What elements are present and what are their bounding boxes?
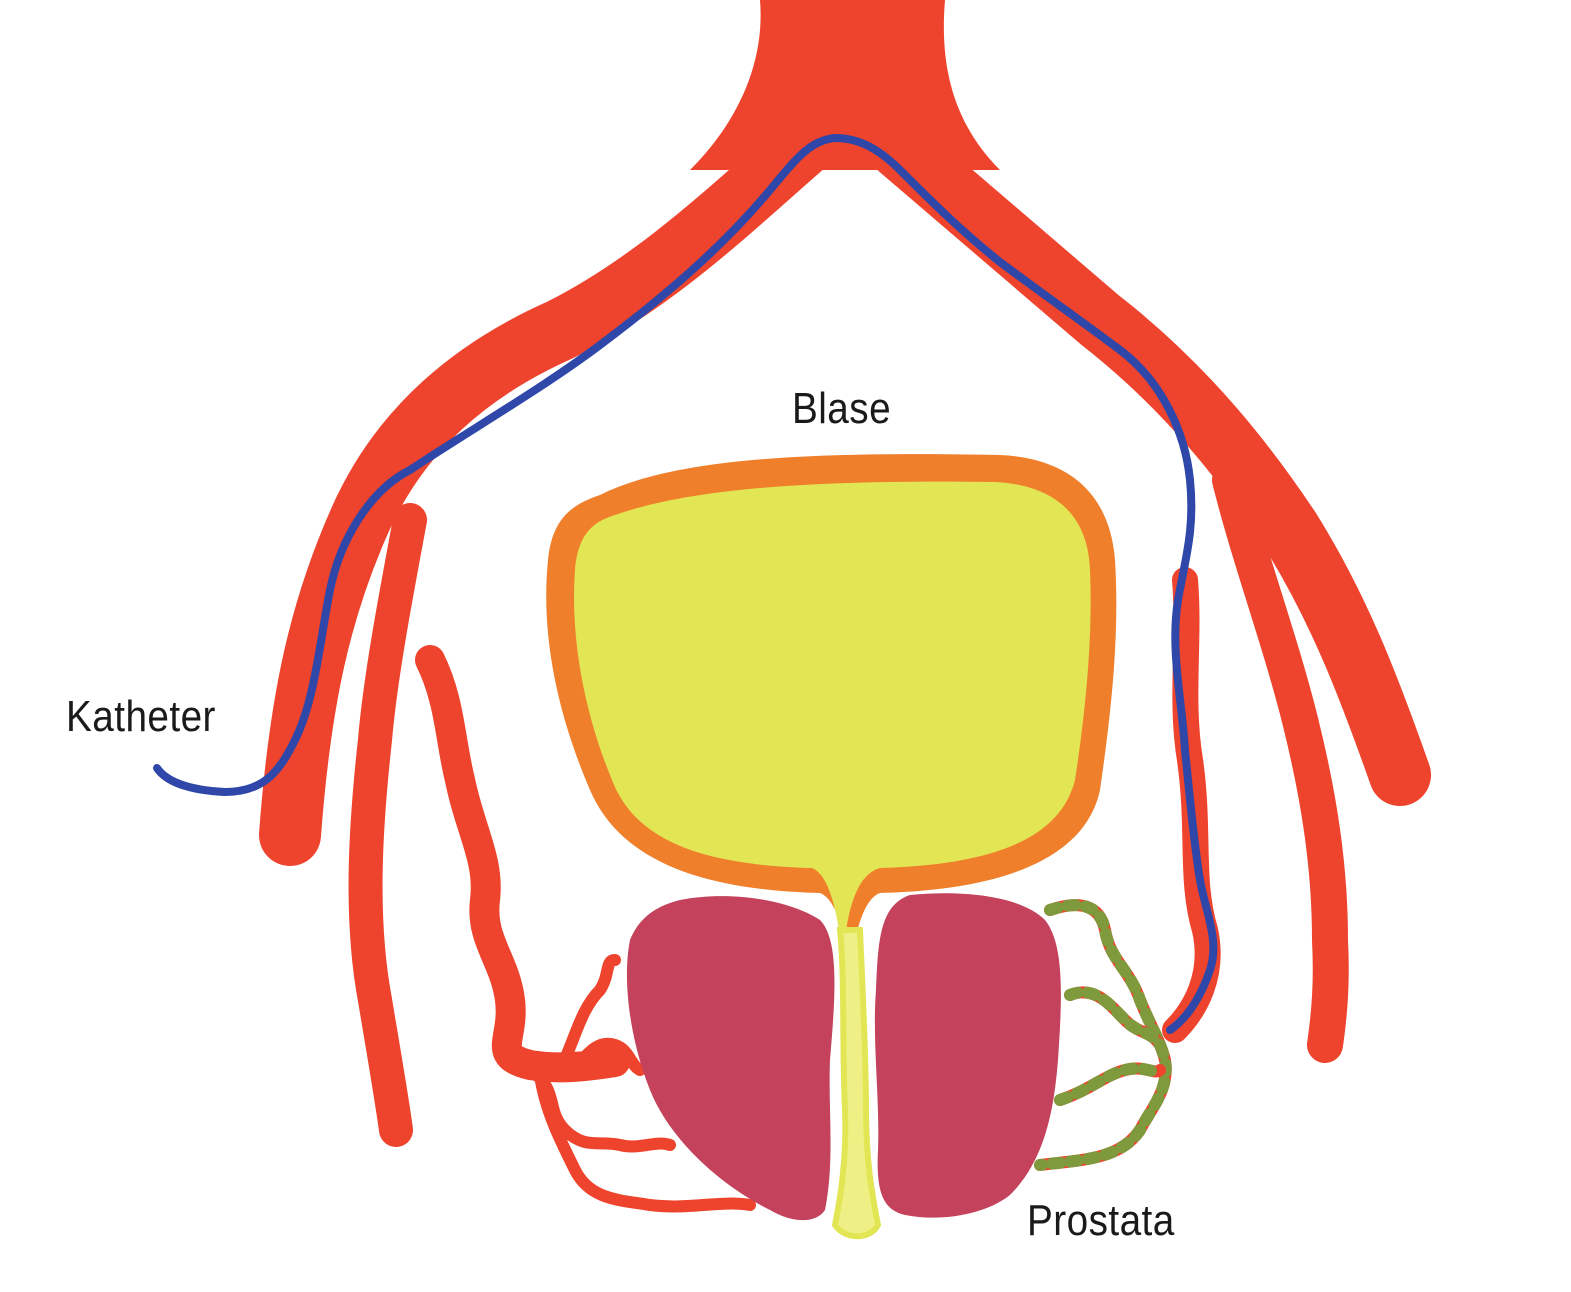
urethra — [831, 927, 882, 1240]
catheter — [153, 134, 1218, 1034]
left-prostatic-artery-2 — [534, 1069, 756, 1213]
bladder-fill — [574, 481, 1091, 960]
right-iliac-artery — [859, 109, 1431, 806]
left-prostatic-artery-3 — [554, 954, 621, 1076]
prostate — [626, 893, 1061, 1240]
left-iliac-artery — [259, 109, 841, 866]
embolized-vessels — [1034, 899, 1172, 1171]
prostate-right-lobe — [874, 893, 1061, 1218]
bladder — [546, 454, 1117, 1001]
prostate-label: Prostata — [1027, 1196, 1175, 1245]
left-internal-iliac-branch — [348, 503, 427, 1147]
right-internal-iliac-branch — [1212, 462, 1349, 1063]
bladder-label: Blase — [792, 384, 892, 433]
embolized-vessel-2-dash — [1064, 986, 1166, 1051]
embolized-vessel-3-dash — [1054, 1062, 1166, 1106]
catheter-label: Katheter — [66, 692, 216, 741]
left-prostatic-artery-4 — [569, 1037, 646, 1076]
prostate-left-lobe — [626, 896, 835, 1221]
